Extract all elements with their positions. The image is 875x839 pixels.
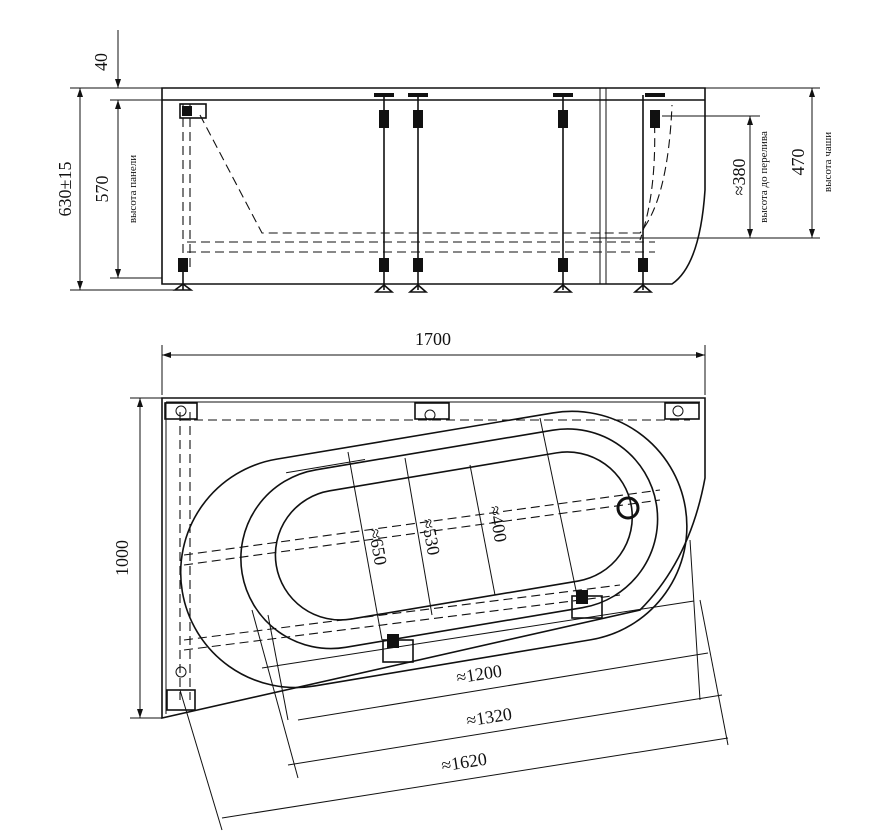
dim-1620-label: ≈1620 (440, 749, 488, 776)
bowl-contours (179, 410, 688, 689)
side-view-outline (161, 87, 706, 285)
dim-top-label: 40 (91, 53, 111, 71)
dim-bowl-label: 470 (788, 149, 808, 176)
dim-overflow-label: ≈380 (729, 159, 749, 196)
bowl-inner-contour (274, 451, 634, 621)
drain-icon (616, 496, 640, 520)
frame-dash-7 (183, 594, 621, 651)
legs (172, 93, 665, 293)
dim-400-label: ≈400 (485, 504, 511, 544)
side-left-dimensions (70, 30, 175, 291)
side-right-dimensions (590, 87, 820, 239)
side-view: 40 630±15 570 высота панели ≈380 высота … (55, 30, 834, 293)
leg (632, 93, 665, 293)
bottom-dims (179, 539, 729, 831)
dim-1000-line (130, 397, 162, 719)
bowl-height-label: высота чаши (822, 132, 834, 192)
overflow-fitting (179, 103, 207, 119)
inner-dims (347, 417, 579, 641)
frame-dash-5 (183, 499, 661, 566)
overflow-height-label: высота до перелива (758, 131, 770, 223)
bowl-middle-contour (240, 428, 659, 650)
brackets (164, 402, 700, 711)
bowl-profile (199, 104, 673, 234)
top-view: 1700 1000 ≈650 ≈530 ≈400 (112, 329, 729, 831)
leg (373, 93, 395, 293)
leg (172, 258, 194, 291)
top-view-outline (161, 397, 706, 720)
overflow-fitting-inner (182, 106, 192, 116)
dim-total-label: 630±15 (55, 162, 75, 217)
dim-width-label: 1000 (112, 540, 132, 576)
panel-height-label: высота панели (127, 155, 139, 223)
dim-650-label: ≈650 (365, 527, 391, 567)
dim-530-label: ≈530 (418, 517, 444, 557)
bowl-outer-contour (179, 410, 688, 689)
dim-length-label: 1700 (415, 329, 451, 349)
dim-panel-label: 570 (92, 176, 112, 203)
frame-dash-4 (183, 489, 661, 556)
dim-1700-line (161, 345, 706, 395)
leg (407, 93, 429, 293)
leg (552, 93, 574, 293)
dim-1200-label: ≈1200 (455, 661, 503, 688)
frame-dash-6 (183, 584, 621, 641)
dim-1320-label: ≈1320 (465, 704, 513, 731)
